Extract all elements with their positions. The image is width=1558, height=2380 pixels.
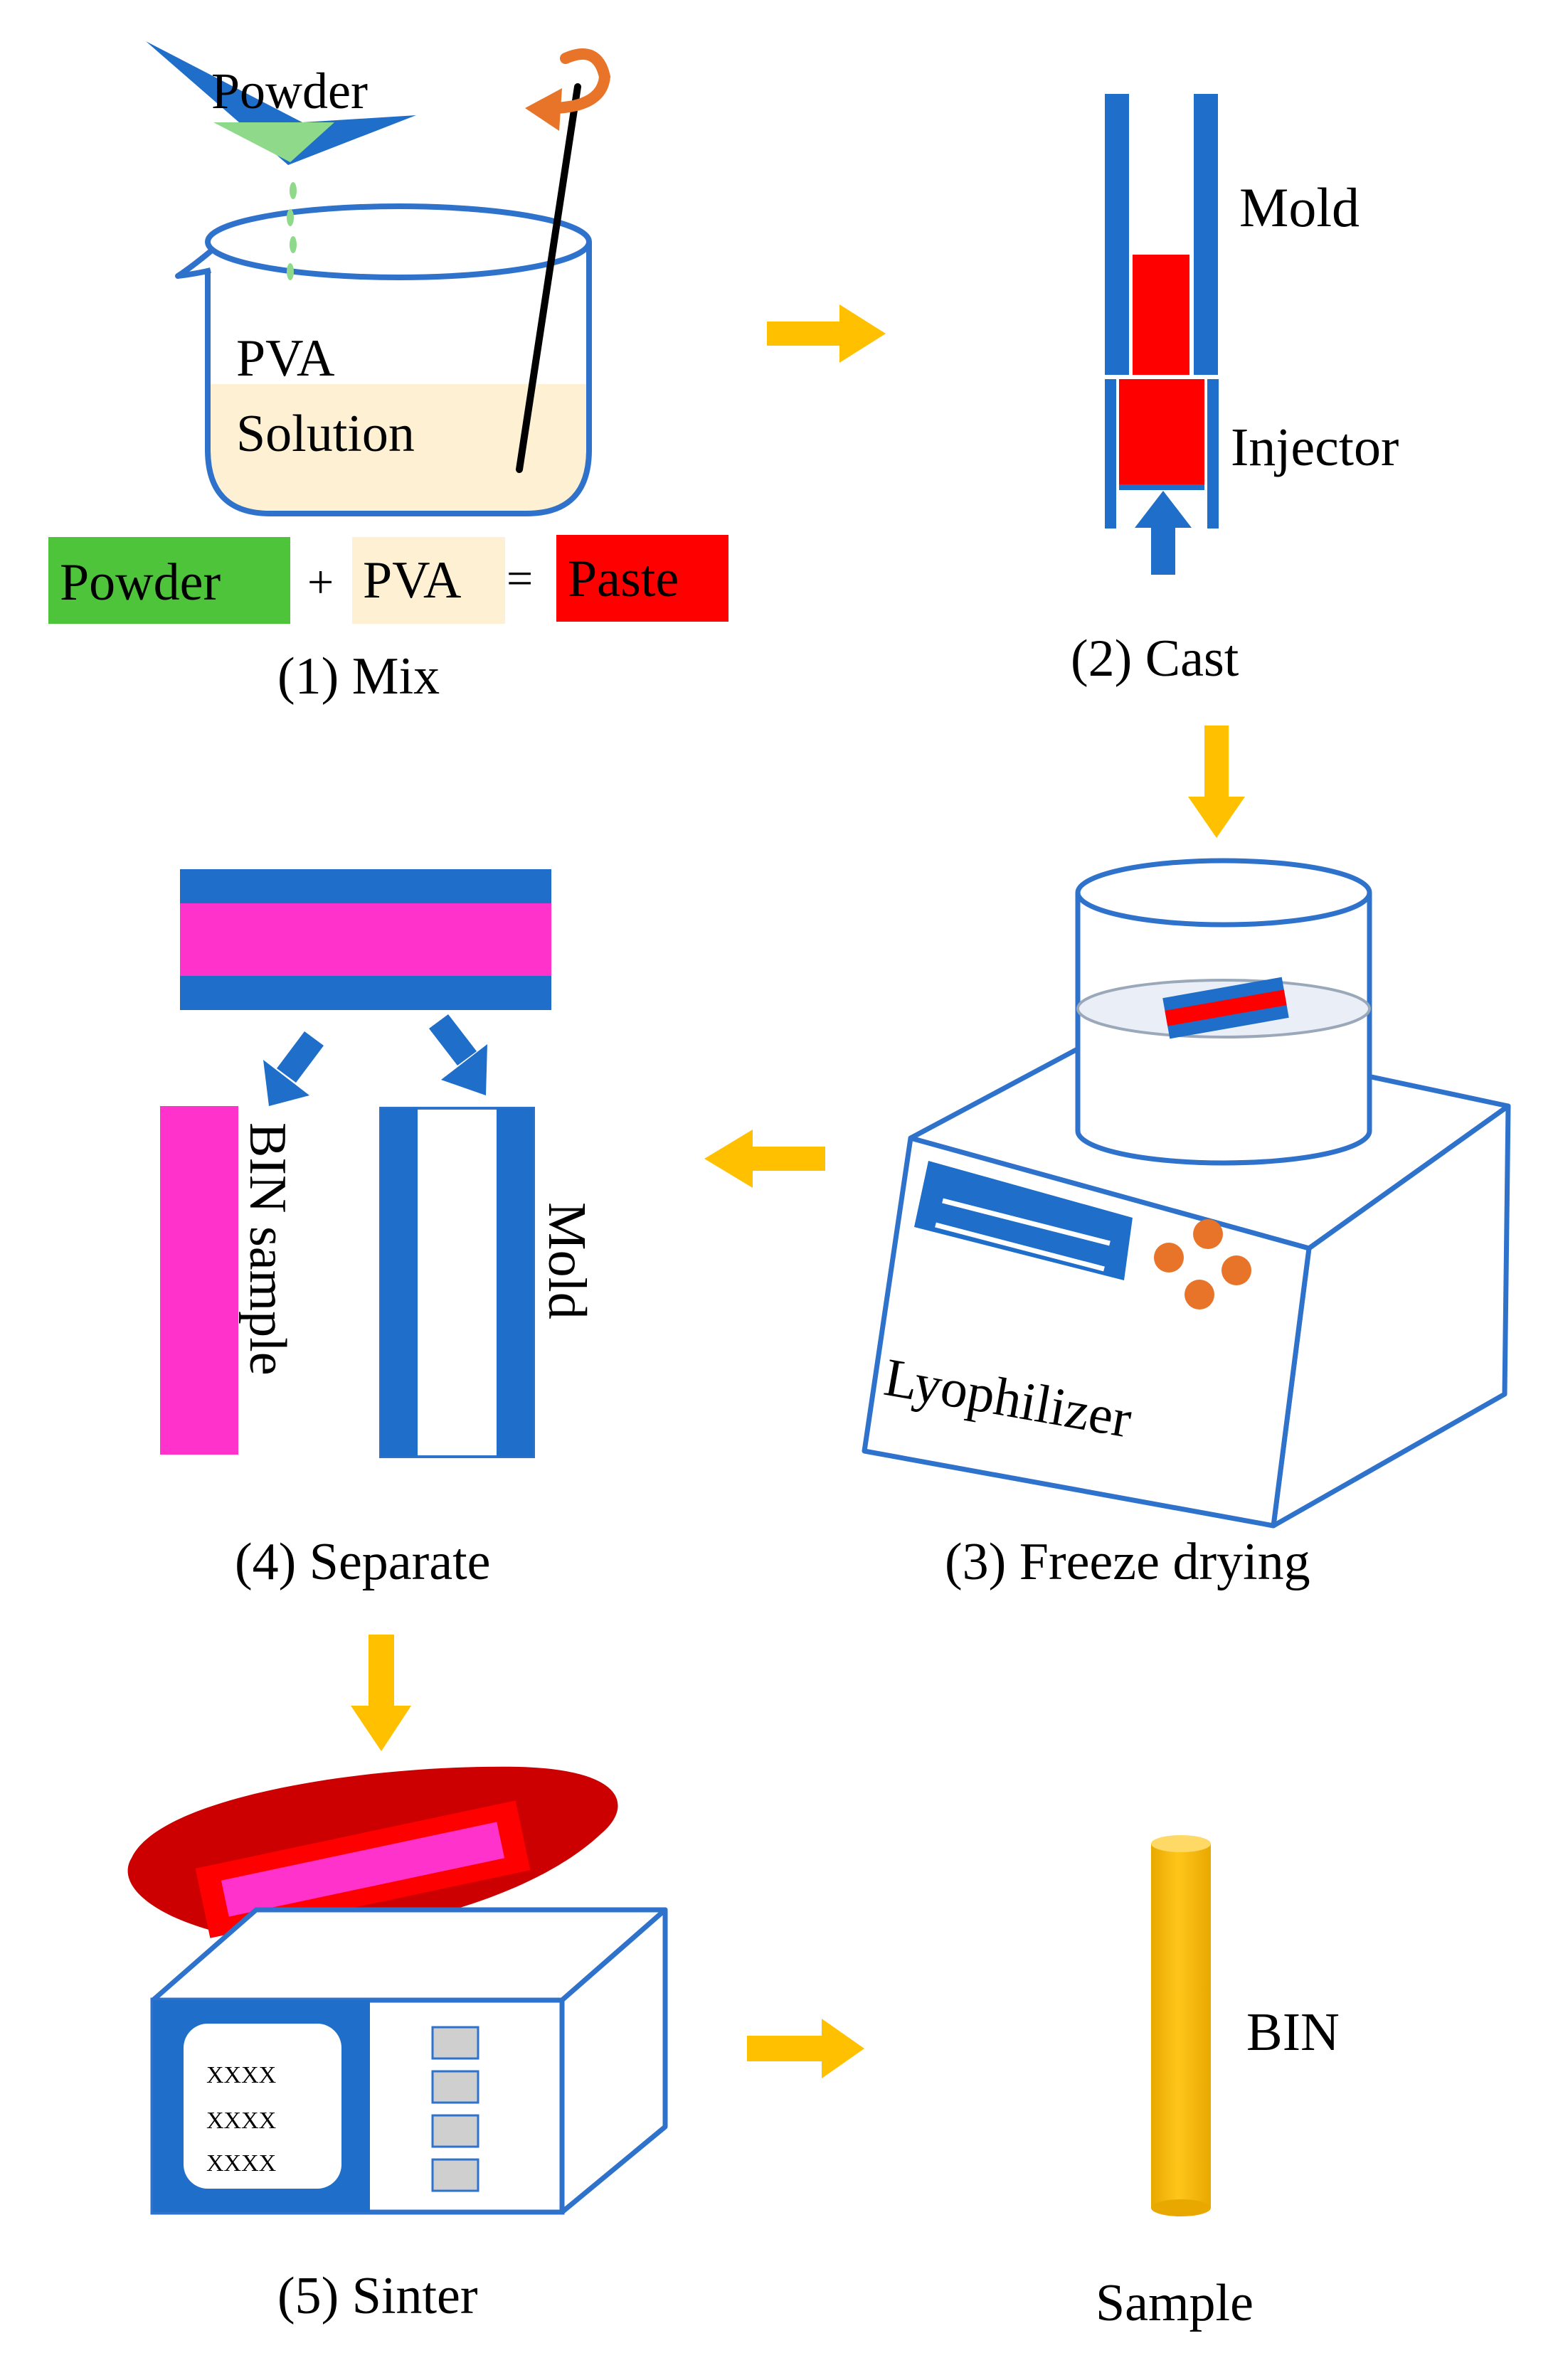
bin-sample-label: BIN sample (238, 1122, 297, 1376)
beaker-rim (205, 203, 592, 280)
separated-mold-label: Mold (537, 1202, 597, 1319)
pva-equation-label: PVA (363, 551, 462, 610)
split-arrow-left-icon (263, 1031, 324, 1106)
step-5-sinter: XXXX XXXX XXXX (5) Sinter (127, 1766, 668, 2325)
pva-solution-fill (208, 384, 589, 514)
step-1-mix: Powder PVA Solution Powder + PVA = Paste… (48, 41, 728, 706)
empty-mold-right-wall (497, 1108, 534, 1457)
lyophilizer-buttons (1154, 1219, 1251, 1309)
mold-paste-fill (1133, 255, 1189, 375)
sample-caption: Sample (1096, 2274, 1254, 2332)
bin-rod-body (1151, 1844, 1211, 2208)
powder-label: Powder (211, 63, 368, 119)
equals-sign: = (507, 553, 533, 605)
furnace-display-line-1: XXXX (206, 2062, 276, 2088)
arrow-down-icon-2 (351, 1635, 411, 1751)
step-2-cast: Mold Injector (2) Cast (1071, 94, 1399, 688)
pva-solution-label-line1: PVA (236, 329, 335, 388)
furnace-lid-sample (195, 1800, 531, 1938)
arrow-right-icon-2 (747, 2019, 864, 2078)
injector-left-wall (1105, 379, 1116, 528)
mold-label: Mold (1239, 176, 1360, 238)
injector-label: Injector (1231, 418, 1399, 477)
arrow-left-icon (704, 1130, 825, 1188)
arrow-down-icon (1188, 726, 1245, 838)
mold-left-wall (1105, 94, 1129, 375)
mold-right-wall (1194, 94, 1218, 375)
stirring-rod-icon (516, 83, 581, 473)
rotation-arrow-icon (548, 48, 611, 114)
bin-rod-top (1151, 1835, 1211, 1852)
furnace-window (184, 2024, 341, 2189)
powder-scoop-icon (146, 41, 416, 165)
plus-sign: + (307, 556, 334, 608)
bin-rod-label: BIN (1246, 2002, 1340, 2062)
injector-right-wall (1207, 379, 1219, 528)
step-3-freeze-drying: Lyophilizer (3) Freeze drying (862, 858, 1511, 1591)
result-sample: BIN Sample (1096, 1835, 1340, 2332)
display-line-2 (935, 1222, 1105, 1272)
paste-equation-box (556, 535, 728, 622)
split-arrow-right-icon (429, 1014, 487, 1095)
bin-sample-bar (160, 1106, 238, 1455)
push-up-arrow-icon (1135, 491, 1192, 575)
rotation-arrow-head-icon (525, 88, 562, 131)
step-2-caption: (2) Cast (1071, 629, 1239, 688)
beaker-icon (205, 242, 592, 516)
furnace-display-line-2: XXXX (206, 2108, 276, 2134)
empty-mold-left-wall (381, 1108, 418, 1457)
beaker-spout-icon (175, 246, 216, 279)
powder-equation-box (48, 537, 290, 624)
powder-equation-label: Powder (60, 553, 221, 612)
bin-rod-bottom (1151, 2199, 1211, 2216)
pva-solution-label-line2: Solution (236, 405, 415, 463)
step-1-caption: (1) Mix (277, 647, 440, 706)
step-4-separate: BIN sample Mold (4) Separate (160, 869, 597, 1591)
step-5-caption: (5) Sinter (277, 2267, 478, 2325)
pva-equation-box (352, 537, 505, 624)
step-3-caption: (3) Freeze drying (945, 1533, 1310, 1591)
furnace-display-line-3: XXXX (206, 2150, 276, 2177)
injector-paste-fill (1119, 379, 1204, 484)
falling-powder (287, 182, 297, 280)
filled-mold-sample (180, 903, 551, 976)
paste-equation-label: Paste (568, 550, 679, 608)
arrow-right-icon (767, 304, 886, 363)
furnace-control-buttons (431, 2026, 479, 2192)
step-4-caption: (4) Separate (235, 1533, 491, 1591)
injector-plunger (1119, 484, 1204, 490)
display-line-1 (942, 1198, 1111, 1246)
mold-in-chamber-icon (1162, 977, 1289, 1039)
chamber-lid (1075, 858, 1372, 928)
powder-in-scoop (213, 122, 334, 162)
